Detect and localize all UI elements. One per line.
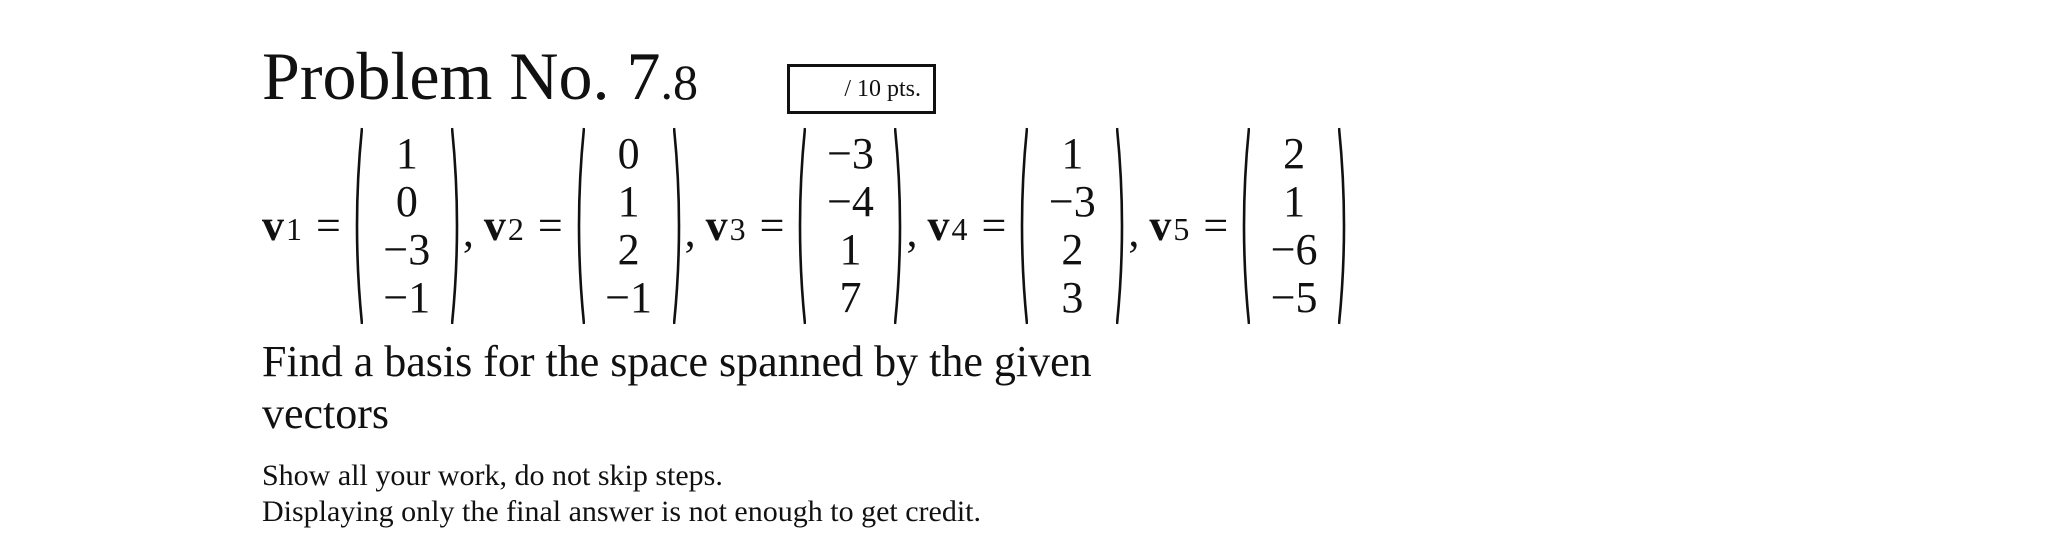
vector-symbol: v: [1149, 201, 1172, 250]
vector-entry: 0: [395, 177, 418, 226]
left-paren: [577, 127, 585, 325]
points-box[interactable]: / 10 pts.: [787, 64, 936, 114]
vector-entry: 1: [617, 177, 640, 226]
vector-entry: 2: [617, 225, 640, 274]
vector-entry: 3: [1061, 273, 1084, 322]
vector-entry: −3: [827, 129, 874, 178]
vector-entry: −1: [605, 273, 653, 322]
comma-separator: ,: [684, 207, 696, 256]
equals-sign: =: [759, 201, 785, 250]
left-paren: [355, 127, 363, 325]
vector-symbol: v: [483, 201, 506, 250]
instructions: Show all your work, do not skip steps. D…: [262, 458, 981, 530]
right-paren: [894, 127, 902, 325]
vector-entry: −5: [1270, 273, 1318, 322]
equals-sign: =: [316, 201, 341, 250]
vector-entry: 0: [617, 129, 640, 178]
equals-sign: =: [537, 201, 563, 250]
right-paren: [1116, 127, 1124, 325]
vector-index: 4: [951, 211, 968, 247]
right-paren: [450, 127, 459, 325]
equals-sign: =: [1203, 201, 1229, 250]
vector-index: 2: [507, 211, 524, 247]
comma-separator: ,: [1128, 207, 1140, 256]
right-paren: [672, 127, 680, 325]
vector-entry: −4: [827, 177, 874, 226]
vector-entry: −1: [383, 273, 431, 322]
vector-index: 5: [1173, 211, 1190, 247]
column-vector-2: 0 1 2 −1: [573, 126, 685, 326]
vector-entry: 1: [1061, 129, 1084, 178]
column-vector-4: 1 −3 2 3: [1016, 126, 1128, 326]
vector-index: 1: [286, 211, 302, 247]
column-vector-5: 2 1 −6 −5: [1238, 126, 1350, 326]
vector-entry: −3: [383, 225, 431, 274]
column-vector-3: −3 −4 1 7: [794, 126, 906, 326]
left-paren: [1021, 127, 1029, 325]
vector-entry: 2: [1283, 129, 1306, 178]
instruction-line-2: Displaying only the final answer is not …: [262, 495, 982, 528]
right-paren: [1338, 127, 1346, 325]
comma-separator: ,: [906, 207, 918, 256]
column-vector-1: 1 0 −3 −1: [351, 126, 463, 326]
vector-entry: 1: [839, 225, 862, 274]
vector-entry: −6: [1270, 225, 1318, 274]
comma-separator: ,: [462, 207, 474, 256]
left-paren: [1242, 127, 1251, 325]
vector-symbol: v: [927, 201, 950, 250]
equals-sign: =: [981, 201, 1007, 250]
vector-entry: 1: [1283, 177, 1306, 226]
vector-entry: −3: [1048, 177, 1096, 226]
problem-title: Problem No. 7.8: [262, 36, 698, 122]
vector-entry: 7: [839, 273, 862, 322]
vector-index: 3: [729, 211, 746, 247]
question-text: Find a basis for the space spanned by th…: [262, 337, 1092, 438]
left-paren: [799, 127, 807, 325]
vector-entry: 1: [395, 129, 418, 178]
points-label: / 10 pts.: [844, 76, 921, 102]
vector-symbol: v: [705, 201, 728, 250]
vector-symbol: v: [262, 201, 284, 250]
vector-entry: 2: [1061, 225, 1084, 274]
instruction-line-1: Show all your work, do not skip steps.: [262, 459, 723, 492]
problem-title-subnumber: .8: [660, 54, 699, 110]
problem-title-main: Problem No. 7: [262, 38, 661, 114]
